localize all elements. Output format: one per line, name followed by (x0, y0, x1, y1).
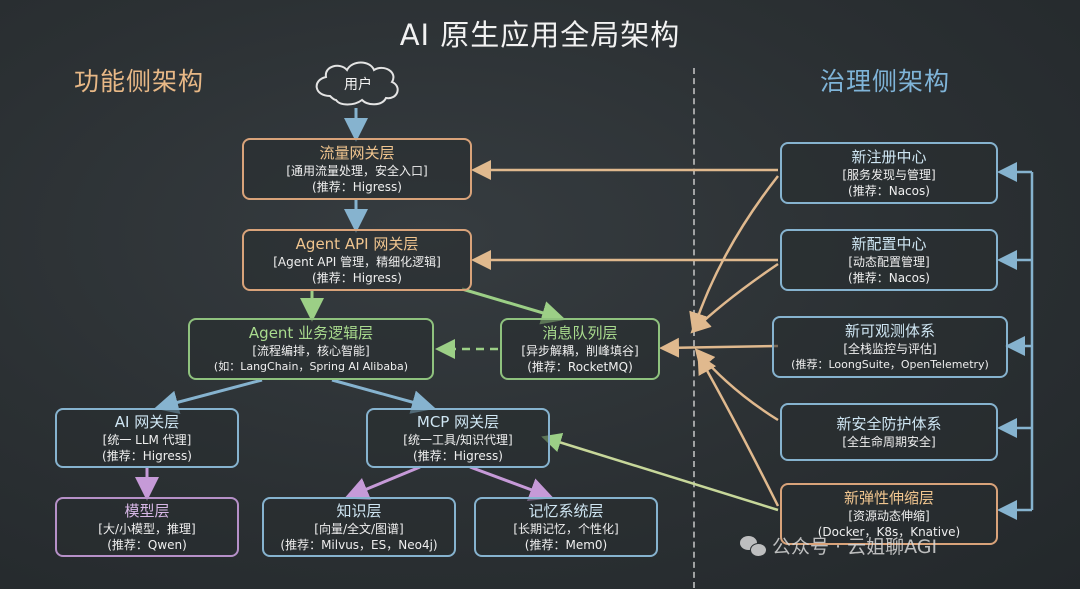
node-title: 新注册中心 (851, 147, 927, 166)
node-description: [长期记忆，个性化] (513, 521, 619, 536)
node-recommendation: (推荐：Higress) (102, 448, 192, 463)
node-title: AI 网关层 (114, 412, 180, 431)
node-description: [异步解耦，削峰填谷] (521, 343, 639, 358)
node-title: 新安全防护体系 (836, 414, 942, 433)
node-description: [全生命周期安全] (842, 434, 936, 449)
node-description: [大/小模型，推理] (98, 521, 196, 536)
arrow-logic-to-mcp-gateway (331, 378, 436, 414)
knowledge-node: 知识层 [向量/全文/图谱] (推荐：Milvus，ES，Neo4j) (262, 497, 456, 557)
node-title: MCP 网关层 (416, 412, 500, 431)
node-recommendation: (推荐：Nacos) (848, 183, 930, 198)
governance-side-title: 治理侧架构 (820, 67, 951, 96)
user-cloud-shape (315, 61, 399, 106)
node-description: [向量/全文/图谱] (314, 521, 404, 536)
arrow-agentapi-to-mq (461, 287, 566, 325)
node-recommendation: (推荐：Milvus，ES，Neo4j) (280, 537, 438, 552)
node-title: 记忆系统层 (528, 501, 604, 520)
node-description: [动态配置管理] (848, 254, 930, 269)
message-queue-node: 消息队列层 [异步解耦，削峰填谷] (推荐：RocketMQ) (500, 318, 660, 380)
node-title: 流量网关层 (319, 143, 395, 162)
functional-side-title: 功能侧架构 (74, 67, 205, 96)
node-recommendation: (推荐：Higress) (312, 179, 402, 194)
node-recommendation: (推荐：LoongSuite，OpenTelemetry) (791, 357, 989, 371)
node-recommendation: (推荐：RocketMQ) (527, 359, 633, 374)
arrow-elastic-to-center (697, 353, 780, 507)
node-description: [通用流量处理，安全入口] (286, 163, 428, 178)
arrow-config-to-center (690, 262, 779, 334)
node-recommendation: (推荐：Higress) (312, 270, 402, 285)
arrow-observability-to-mq (659, 337, 779, 358)
node-recommendation: (推荐：Higress) (413, 448, 503, 463)
arrow-mcp-to-memory (469, 465, 554, 501)
registry-node: 新注册中心 [服务发现与管理] (推荐：Nacos) (780, 142, 998, 204)
arrow-registry-to-center (689, 175, 779, 333)
node-description: [流程编排，核心智能] (252, 343, 370, 358)
config-node: 新配置中心 [动态配置管理] (推荐：Nacos) (780, 229, 998, 291)
watermark: 公众号 · 云姐聊AGI (740, 532, 937, 559)
node-title: 新弹性伸缩层 (843, 488, 934, 507)
node-title: 模型层 (124, 501, 170, 520)
elastic-scaling-node: 新弹性伸缩层 [资源动态伸缩] (Docker，K8s，Knative) (780, 483, 998, 545)
model-node: 模型层 [大/小模型，推理] (推荐：Qwen) (55, 497, 239, 557)
mcp-gateway-node: MCP 网关层 [统一工具/知识代理] (推荐：Higress) (366, 408, 550, 468)
node-title: 新可观测体系 (844, 321, 935, 340)
node-recommendation: (如：LangChain，Spring AI Alibaba) (213, 359, 409, 373)
observability-node: 新可观测体系 [全栈监控与评估] (推荐：LoongSuite，OpenTele… (772, 316, 1008, 378)
node-description: [统一 LLM 代理] (102, 432, 192, 447)
watermark-text: 公众号 · 云姐聊AGI (772, 536, 938, 558)
wechat-icon (740, 535, 767, 557)
diagram-title: AI 原生应用全局架构 (399, 18, 681, 52)
memory-node: 记忆系统层 [长期记忆，个性化] (推荐：Mem0) (474, 497, 658, 557)
node-description: [统一工具/知识代理] (403, 432, 513, 447)
node-recommendation: (Docker，K8s，Knative) (817, 524, 961, 539)
arrow-logic-to-ai-gateway (154, 378, 263, 414)
node-recommendation: (推荐：Nacos) (848, 270, 930, 285)
security-node: 新安全防护体系 [全生命周期安全] (780, 403, 998, 461)
node-title: 新配置中心 (851, 234, 927, 253)
node-recommendation: (推荐：Mem0) (524, 537, 608, 552)
arrow-mcp-to-knowledge (344, 465, 421, 501)
agent-api-gateway-node: Agent API 网关层 [Agent API 管理，精细化逻辑] (推荐：H… (242, 229, 472, 291)
node-title: Agent API 网关层 (295, 234, 419, 253)
ai-gateway-node: AI 网关层 [统一 LLM 代理] (推荐：Higress) (55, 408, 239, 468)
traffic-gateway-node: 流量网关层 [通用流量处理，安全入口] (推荐：Higress) (242, 138, 472, 200)
node-description: [Agent API 管理，精细化逻辑] (273, 254, 441, 269)
agent-logic-node: Agent 业务逻辑层 [流程编排，核心智能] (如：LangChain，Spr… (188, 318, 434, 380)
node-description: [资源动态伸缩] (848, 508, 930, 523)
node-title: 消息队列层 (542, 323, 618, 342)
node-recommendation: (推荐：Qwen) (107, 537, 187, 552)
node-title: Agent 业务逻辑层 (248, 323, 374, 342)
arrow-elastic-to-mcp (541, 432, 779, 512)
user-label: 用户 (344, 77, 372, 93)
node-description: [服务发现与管理] (842, 167, 936, 182)
arrow-security-to-center (694, 348, 779, 422)
node-description: [全栈监控与评估] (843, 341, 937, 356)
node-title: 知识层 (336, 501, 382, 520)
